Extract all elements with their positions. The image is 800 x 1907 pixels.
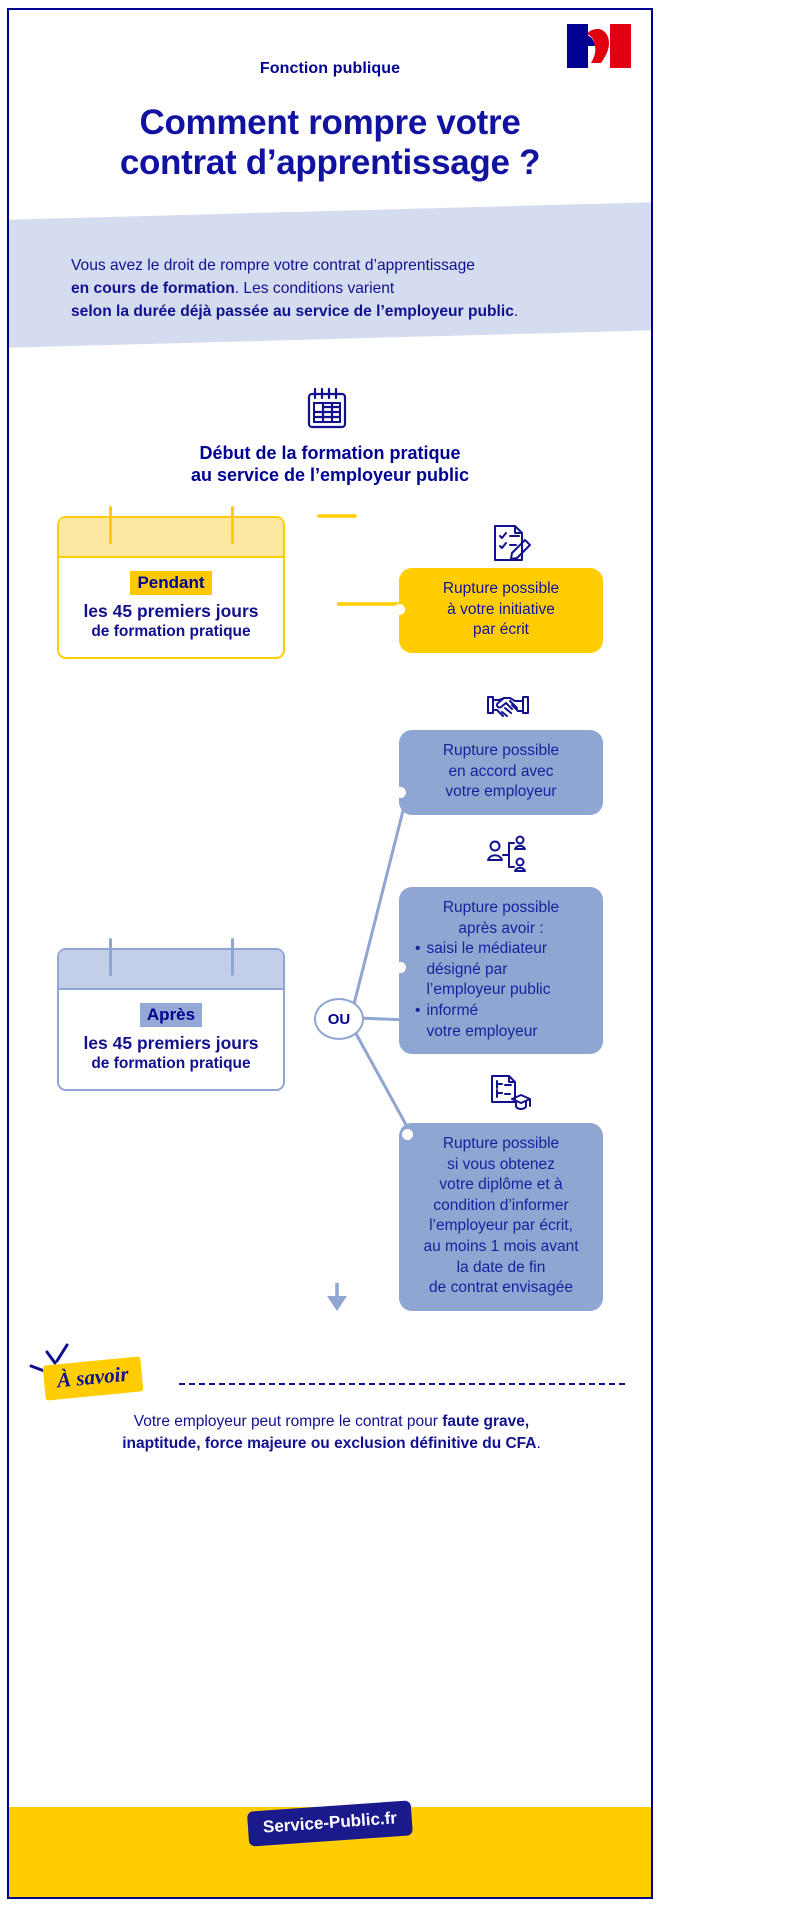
calendar-icon — [307, 387, 347, 429]
start-label: Début de la formation pratique au servic… — [7, 443, 653, 487]
period-line-1: les 45 premiers jours — [83, 1033, 259, 1054]
handshake-icon — [487, 696, 529, 717]
a-savoir-bold-2: inaptitude, force majeure ou exclusion d… — [122, 1435, 537, 1452]
bullet-text: informé votre employeur — [426, 1002, 538, 1040]
calendar-ring-right — [231, 506, 234, 544]
diagram: Début de la formation pratique au servic… — [7, 8, 653, 1899]
bullet-dot: • — [415, 1002, 421, 1020]
option-line: par écrit — [473, 621, 529, 639]
calendar-header-band — [59, 950, 283, 990]
period-card-pendant: Pendant les 45 premiers jours de formati… — [57, 506, 285, 659]
marianne-profile-icon — [585, 29, 610, 63]
bullet-text: saisi le médiateur désigné par l’employe… — [426, 940, 551, 999]
intro-line-2-rest: . Les conditions varient — [234, 280, 395, 298]
flag-white-band — [585, 24, 610, 68]
timeline-arrow-head — [327, 1296, 347, 1311]
intro-line-2-bold: en cours de formation — [71, 280, 235, 298]
option-line: à votre initiative — [447, 600, 555, 618]
option-card-diplome: Rupture possible si vous obtenez votre d… — [399, 1123, 603, 1311]
option-line: Rupture possible — [442, 742, 560, 759]
calendar-ring-left — [109, 938, 112, 976]
diploma-graduation-icon — [491, 1075, 531, 1110]
a-savoir-text-part1: Votre employeur peut rompre le contrat p… — [133, 1413, 443, 1430]
french-republic-flag-logo — [567, 24, 631, 68]
start-label-line-2: au service de l’employeur public — [190, 464, 470, 485]
start-label-line-1: Début de la formation pratique — [199, 443, 461, 463]
option-line: si vous obtenez — [447, 1155, 555, 1173]
period-chip-pendant: Pendant — [130, 571, 212, 596]
bullet-item: • informé votre employeur — [415, 1001, 589, 1042]
page-title-line-2: contrat d’apprentissage ? — [119, 142, 541, 182]
option-card-initiative: Rupture possible à votre initiative par … — [394, 568, 603, 653]
option-line: au moins 1 mois avant — [423, 1238, 579, 1256]
flag-red-band — [609, 24, 631, 68]
option-card-mediateur: Rupture possible après avoir : • saisi l… — [395, 887, 603, 1055]
a-savoir-text-end: . — [536, 1435, 541, 1452]
calendar-ring-right — [231, 938, 234, 976]
option-line: l’employeur par écrit, — [429, 1217, 573, 1235]
flag-blue-band — [567, 24, 589, 68]
option-line: en accord avec — [448, 762, 554, 780]
period-line-2: de formation pratique — [91, 623, 251, 641]
option-line: Rupture possible — [442, 580, 560, 597]
option-line: de contrat envisagée — [429, 1279, 573, 1297]
a-savoir-dashed-rule — [179, 1383, 625, 1385]
option-line: votre diplôme et à — [439, 1176, 563, 1194]
connector-dot — [394, 604, 405, 615]
calendar-ring-left — [109, 506, 112, 544]
page-title: Comment rompre votre contrat d’apprentis… — [7, 103, 653, 182]
option-line: Rupture possible — [442, 1135, 560, 1152]
intro-line-1: Vous avez le droit de rompre votre contr… — [71, 257, 475, 274]
intro-line-3-bold: selon la durée déjà passée au service de… — [71, 303, 514, 321]
connector-dot — [395, 962, 406, 973]
intro-text: Vous avez le droit de rompre votre contr… — [71, 254, 631, 323]
a-savoir-text: Votre employeur peut rompre le contrat p… — [59, 1411, 604, 1455]
period-card-body: Après les 45 premiers jours de formation… — [59, 990, 283, 1089]
option-line: Rupture possible — [442, 899, 560, 916]
page-title-line-1: Comment rompre votre — [139, 103, 521, 142]
bullet-item: • saisi le médiateur désigné par l’emplo… — [415, 939, 589, 1001]
intro-line-3-rest: . — [513, 303, 519, 321]
or-node: OU — [314, 998, 364, 1040]
period-line-2: de formation pratique — [91, 1055, 251, 1073]
option-bullets: • saisi le médiateur désigné par l’emplo… — [413, 939, 589, 1042]
bullet-dot: • — [415, 940, 421, 958]
a-savoir-section: À savoir Votre employeur peut rompre le … — [7, 1333, 653, 1493]
infographic-canvas: Fonction publique Comment rompre votre c… — [7, 8, 653, 1899]
period-card-apres: Après les 45 premiers jours de formation… — [57, 938, 285, 1091]
connector-dot — [402, 1129, 413, 1140]
checklist-pencil-icon — [494, 525, 531, 561]
period-card-body: Pendant les 45 premiers jours de formati… — [59, 558, 283, 657]
option-line: après avoir : — [458, 919, 544, 937]
connector-dot — [395, 787, 406, 798]
a-savoir-bold-1: faute grave, — [442, 1413, 530, 1430]
page-kicker: Fonction publique — [259, 60, 401, 77]
period-line-1: les 45 premiers jours — [83, 601, 259, 622]
mediation-people-icon — [487, 835, 526, 872]
option-line: votre employeur — [445, 783, 557, 801]
option-card-accord: Rupture possible en accord avec votre em… — [395, 730, 603, 815]
option-line: condition d’informer — [433, 1196, 569, 1214]
option-line: la date de fin — [456, 1258, 546, 1276]
calendar-header-band — [59, 518, 283, 558]
period-chip-apres: Après — [139, 1003, 203, 1028]
